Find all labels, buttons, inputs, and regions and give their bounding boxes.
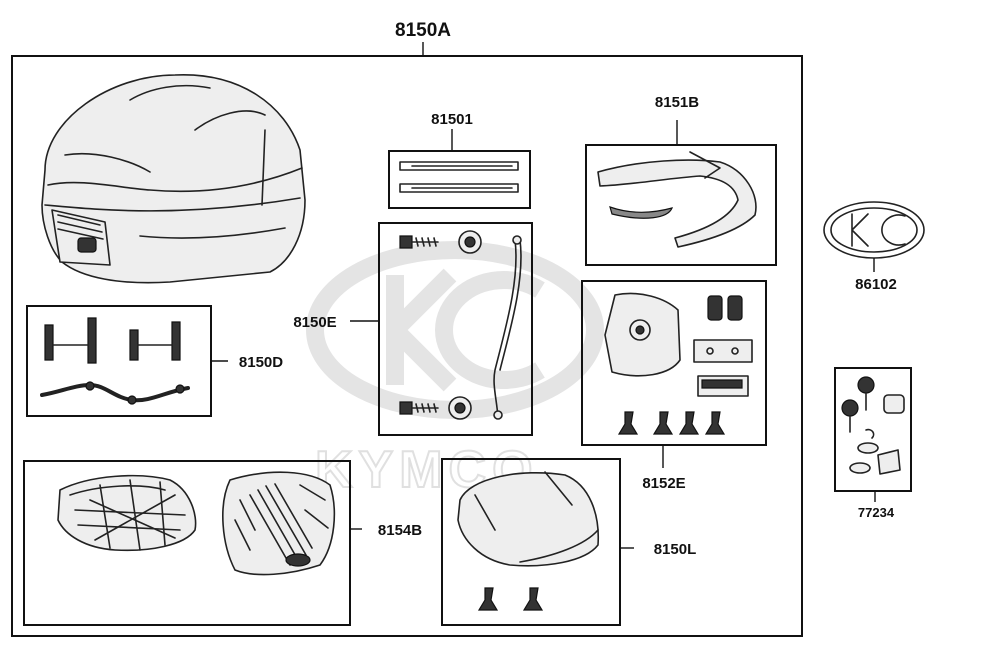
top-case-drawing: [41, 74, 306, 284]
label-77234: 77234: [858, 505, 895, 520]
label-8150L: 8150L: [654, 541, 697, 558]
assembly-frame: [11, 55, 803, 637]
box-8150L: [441, 458, 621, 626]
brackets-8150D-drawing: [40, 317, 190, 405]
latch-8152E-drawing: [604, 292, 753, 435]
label-8152E: 8152E: [642, 475, 685, 492]
reflector-drawing: [597, 151, 757, 248]
label-8154B: 8154B: [378, 522, 422, 539]
box-81501: [388, 150, 531, 209]
label-8150D: 8150D: [239, 354, 283, 371]
assembly-label: 8150A: [395, 20, 451, 41]
label-86102: 86102: [855, 276, 897, 293]
lid-8150L-drawing: [457, 471, 600, 611]
box-8154B: [23, 460, 351, 626]
hardware-8150E-drawing: [399, 230, 522, 420]
label-8150E: 8150E: [293, 314, 336, 331]
box-8150E: [378, 222, 533, 436]
box-8151B: [585, 144, 777, 266]
watermark: KYMCO: [306, 241, 604, 500]
label-81501: 81501: [431, 111, 473, 128]
box-8152E: [581, 280, 767, 446]
label-8151B: 8151B: [655, 94, 699, 111]
emblem-drawing: [823, 201, 925, 259]
strip-drawing: [399, 161, 519, 193]
lock-set-drawing: [841, 376, 905, 475]
box-77234: [834, 367, 912, 492]
liner-8154B-drawing: [57, 471, 336, 576]
box-8150D: [26, 305, 212, 417]
